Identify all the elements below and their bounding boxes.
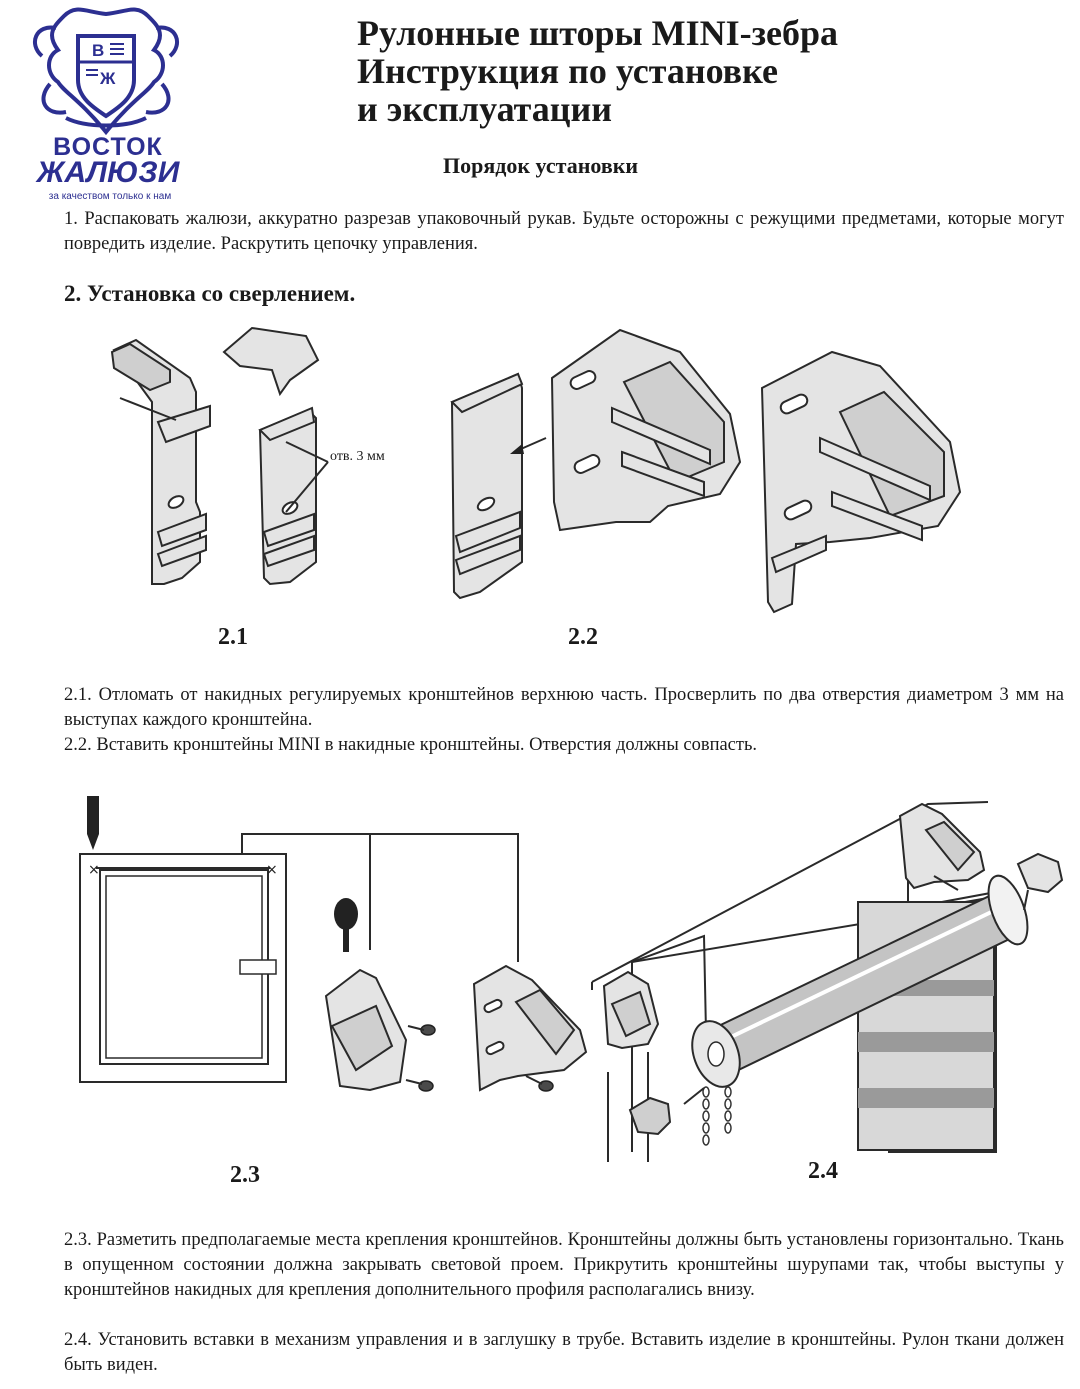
bracket-drilled	[258, 406, 329, 586]
overlay-bracket	[550, 328, 742, 532]
leader-lines	[241, 833, 519, 962]
title-line-3: и эксплуатации	[357, 89, 613, 129]
overlay-bracket-side	[324, 968, 408, 1092]
title-line-1: Рулонные шторы MINI-зебра	[357, 13, 839, 53]
screw-icon	[405, 1024, 554, 1092]
page-title: Рулонные шторы MINI-зебра Инструкция по …	[357, 14, 1057, 128]
end-cap-insert	[628, 852, 1064, 1136]
screwdriver-icon	[334, 898, 358, 952]
detached-cap	[222, 326, 320, 397]
crest-ornament-icon	[33, 7, 179, 136]
figure-label-2-3: 2.3	[230, 1162, 260, 1188]
bracket-with-cap	[110, 338, 211, 585]
hole-diameter-label: отв. 3 мм	[330, 449, 385, 464]
step-2-4-text: 2.4. Установить вставки в механизм управ…	[64, 1330, 1064, 1375]
insertion-arrows	[683, 875, 1029, 1105]
shield-icon	[76, 34, 136, 119]
svg-text:×: ×	[88, 862, 100, 878]
brand-slogan: за качеством только к нам	[48, 191, 172, 202]
figure-2-2	[450, 328, 962, 614]
step-1-text: 1. Распаковать жалюзи, аккуратно разреза…	[64, 209, 1064, 254]
step-2-1-text: 2.1. Отломать от накидных регулируемых к…	[64, 685, 1064, 730]
bracket-mounted-left	[602, 970, 660, 1050]
window-frame: × ×	[79, 853, 287, 1083]
bracket-mounted-right	[898, 802, 986, 890]
step-2-2-text: 2.2. Вставить кронштейны MINI в накидные…	[64, 735, 758, 755]
svg-text:×: ×	[266, 862, 278, 878]
figure-label-2-1: 2.1	[218, 624, 248, 650]
emblem-letter-top: В	[92, 41, 104, 60]
company-logo: В Ж	[33, 7, 179, 136]
emblem-letter-bottom: Ж	[99, 69, 116, 88]
figure-label-2-2: 2.2	[568, 624, 598, 650]
step-2-3-text: 2.3. Разметить предполагаемые места креп…	[64, 1230, 1064, 1300]
arrow-icon	[510, 437, 547, 454]
brand-name-line2: ЖАЛЮЗИ	[36, 156, 180, 189]
assembled-bracket-small	[472, 964, 588, 1092]
chain-icon	[702, 1086, 732, 1146]
assembled-bracket	[760, 350, 962, 614]
title-line-2: Инструкция по установке	[357, 51, 778, 91]
brand-name-line1: ВОСТОК	[53, 133, 163, 161]
figure-2-4	[591, 801, 1064, 1162]
roller-tube	[691, 874, 1029, 1088]
figure-2-3: × ×	[79, 796, 588, 1092]
figure-label-2-4: 2.4	[808, 1158, 838, 1184]
figure-2-1: отв. 3 мм	[110, 326, 385, 586]
installation-order-heading: Порядок установки	[443, 153, 639, 178]
section-2-heading: 2. Установка со сверлением.	[64, 281, 356, 306]
pencil-icon	[87, 796, 99, 850]
mini-bracket	[450, 372, 524, 600]
